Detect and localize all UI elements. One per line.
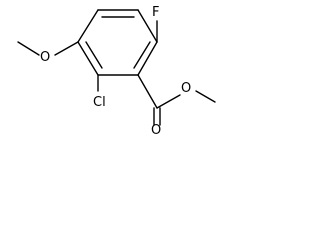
bond-ring-to-methoxy-oxygen: [54, 41, 79, 56]
ring-bond-c6-c1: [77, 9, 99, 43]
bond-methoxy-oxygen-to-methyl: [17, 41, 40, 56]
methoxy-oxygen-label: O: [40, 50, 50, 65]
bond-alkoxy-oxygen-to-methyl: [195, 90, 216, 103]
bond-ring-to-carbonyl-carbon: [137, 74, 158, 109]
ring-bond-c3-c4: [137, 41, 158, 76]
ring-double-bond-inner-3: [85, 41, 103, 69]
fluorine-atom-label: F: [152, 5, 159, 20]
ring-bond-c2-c3: [137, 9, 158, 43]
ester-alkoxy-oxygen-label: O: [181, 81, 191, 96]
chemical-structure-diagram: F Cl O O O: [17, 5, 216, 136]
bond-carbonyl-carbon-to-alkoxy-oxygen: [156, 94, 181, 109]
structure-canvas: F Cl O O O: [0, 0, 219, 136]
carbonyl-oxygen-label: O: [151, 123, 161, 136]
chlorine-atom-label: Cl: [93, 95, 106, 110]
ring-double-bond-inner-2: [133, 41, 151, 69]
ring-bond-c5-c6: [77, 41, 99, 76]
